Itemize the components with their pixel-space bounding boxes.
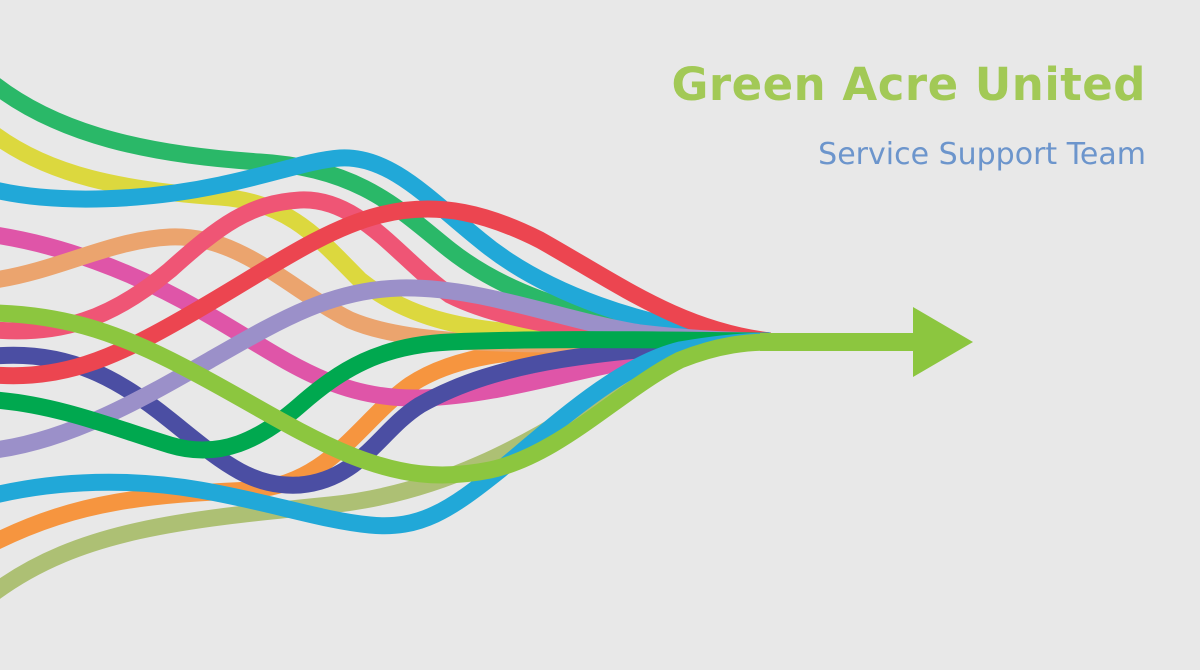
strand-blue-bottom xyxy=(0,332,771,535)
strand-blue-top xyxy=(0,149,771,350)
arrow-shaft xyxy=(760,333,920,351)
strand-pink xyxy=(0,191,771,350)
page-title: Green Acre United xyxy=(671,58,1146,111)
strand-light-green xyxy=(0,304,771,484)
strand-indigo xyxy=(0,332,771,494)
arrow-head xyxy=(913,307,973,377)
strand-red xyxy=(0,200,772,385)
page-subtitle: Service Support Team xyxy=(818,137,1146,172)
strand-dark-green xyxy=(0,331,771,459)
